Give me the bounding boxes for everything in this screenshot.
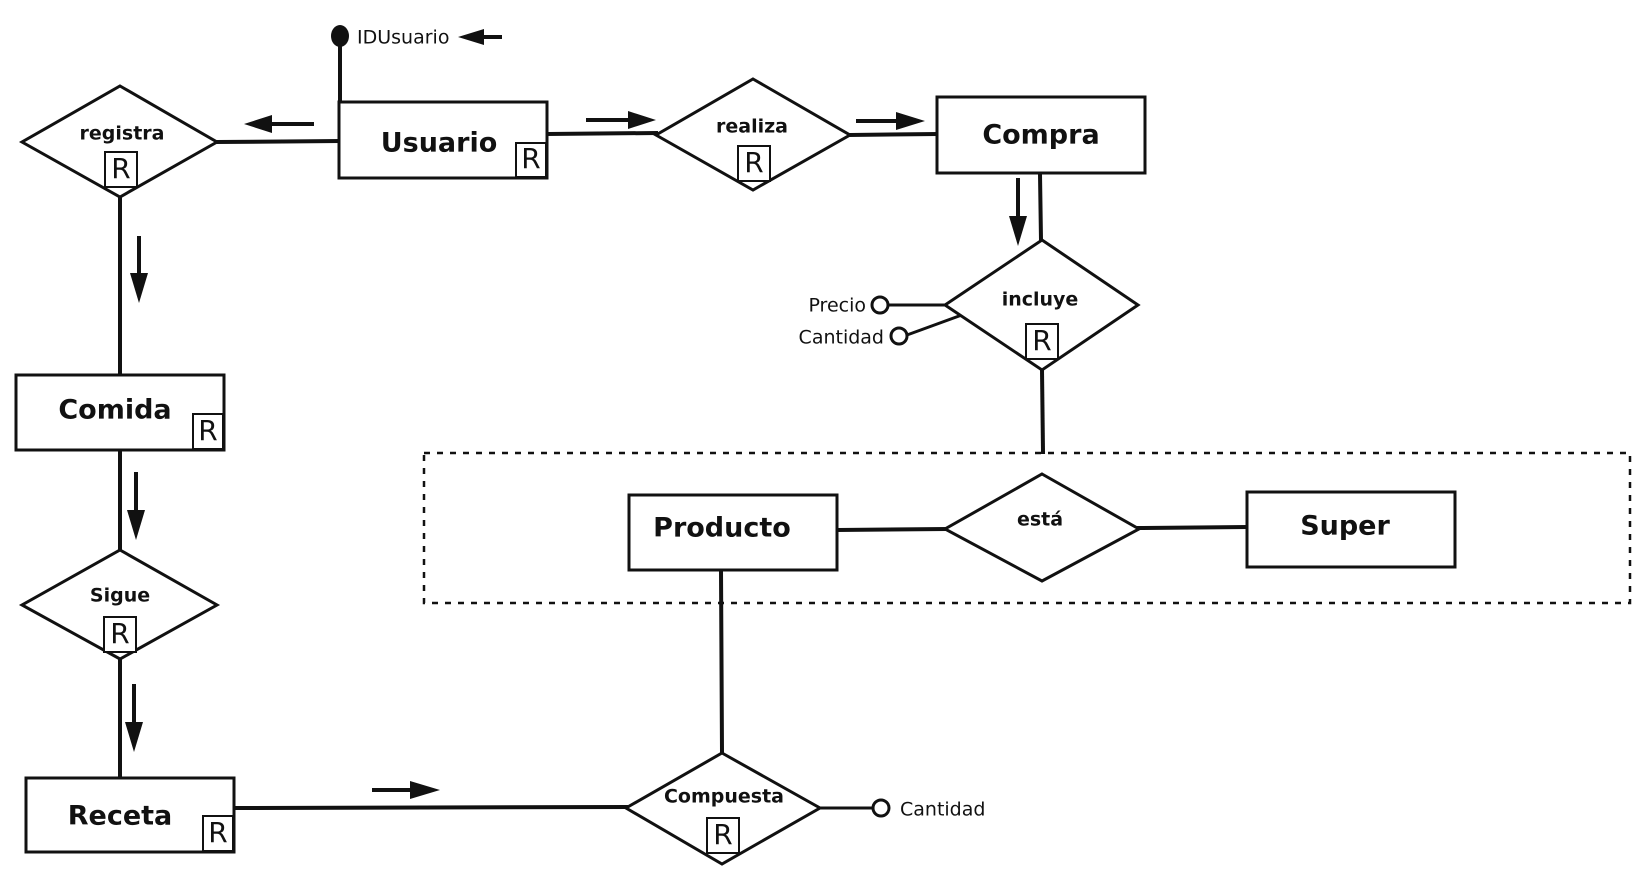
recursive-marker: R (103, 616, 137, 653)
recursive-marker: R (1025, 323, 1059, 360)
entity-receta[interactable]: Receta R (24, 776, 236, 854)
attribute-label: Precio (808, 295, 866, 317)
relationship-label: realiza (716, 116, 788, 138)
relationship-label: registra (80, 123, 165, 145)
relationship-incluye[interactable]: incluye R (942, 238, 1141, 372)
arrow-down-icon (130, 236, 148, 303)
connector-lines (118, 36, 1249, 811)
direction-arrows (125, 29, 1027, 799)
svg-text:R: R (110, 617, 129, 650)
relationship-label: está (1017, 509, 1063, 531)
attribute-label: Cantidad (799, 327, 884, 349)
recursive-marker: R (202, 815, 234, 852)
relationship-label: Compuesta (664, 786, 784, 808)
relationship-registra[interactable]: registra R (18, 84, 221, 199)
entity-super[interactable]: Super (1245, 490, 1457, 569)
recursive-marker: R (737, 145, 771, 182)
svg-text:R: R (521, 142, 540, 175)
arrow-down-icon (1009, 178, 1027, 246)
relationship-label: Sigue (90, 585, 150, 607)
recursive-marker: R (706, 817, 740, 854)
relationship-realiza[interactable]: realiza R (652, 77, 854, 192)
arrow-down-icon (125, 684, 143, 752)
entity-usuario[interactable]: Usuario R (337, 100, 549, 180)
entity-producto[interactable]: Producto (627, 493, 839, 572)
entity-label: Super (1300, 511, 1390, 542)
svg-text:R: R (111, 152, 130, 185)
attribute-idusuario[interactable]: IDUsuario (331, 25, 449, 49)
relationship-esta[interactable]: está (941, 472, 1143, 583)
attribute-marker (870, 295, 890, 315)
attribute-marker (871, 798, 891, 818)
attribute-cantidad-compuesta[interactable]: Cantidad (871, 798, 985, 821)
entity-label: Usuario (381, 128, 498, 159)
attribute-label: Cantidad (900, 799, 985, 821)
relationship-label: incluye (1002, 289, 1079, 311)
attribute-label: IDUsuario (357, 27, 449, 49)
recursive-marker: R (515, 142, 547, 178)
entity-label: Compra (982, 120, 1099, 151)
arrow-down-icon (127, 472, 145, 540)
arrow-left-icon (458, 29, 502, 45)
recursive-marker: R (104, 151, 138, 188)
key-attribute-marker (331, 25, 349, 47)
arrow-right-icon (372, 781, 440, 799)
svg-text:R: R (208, 816, 227, 849)
svg-text:R: R (198, 414, 217, 447)
entity-label: Producto (653, 513, 791, 544)
attribute-cantidad-incluye[interactable]: Cantidad (799, 326, 909, 349)
svg-text:R: R (1032, 324, 1051, 357)
entity-comida[interactable]: Comida R (14, 373, 226, 452)
arrow-right-icon (586, 111, 656, 129)
attribute-precio[interactable]: Precio (808, 295, 890, 317)
relationship-sigue[interactable]: Sigue R (18, 548, 221, 661)
recursive-marker: R (192, 413, 224, 450)
attribute-marker (889, 326, 909, 346)
arrow-right-icon (856, 112, 925, 130)
entity-label: Comida (58, 395, 171, 426)
entity-compra[interactable]: Compra (935, 95, 1147, 175)
aggregation-box (422, 451, 1632, 605)
svg-text:R: R (744, 146, 763, 179)
entity-label: Receta (68, 801, 173, 832)
relationship-compuesta[interactable]: Compuesta R (623, 751, 824, 866)
arrow-left-icon (244, 115, 314, 133)
svg-text:R: R (713, 818, 732, 851)
